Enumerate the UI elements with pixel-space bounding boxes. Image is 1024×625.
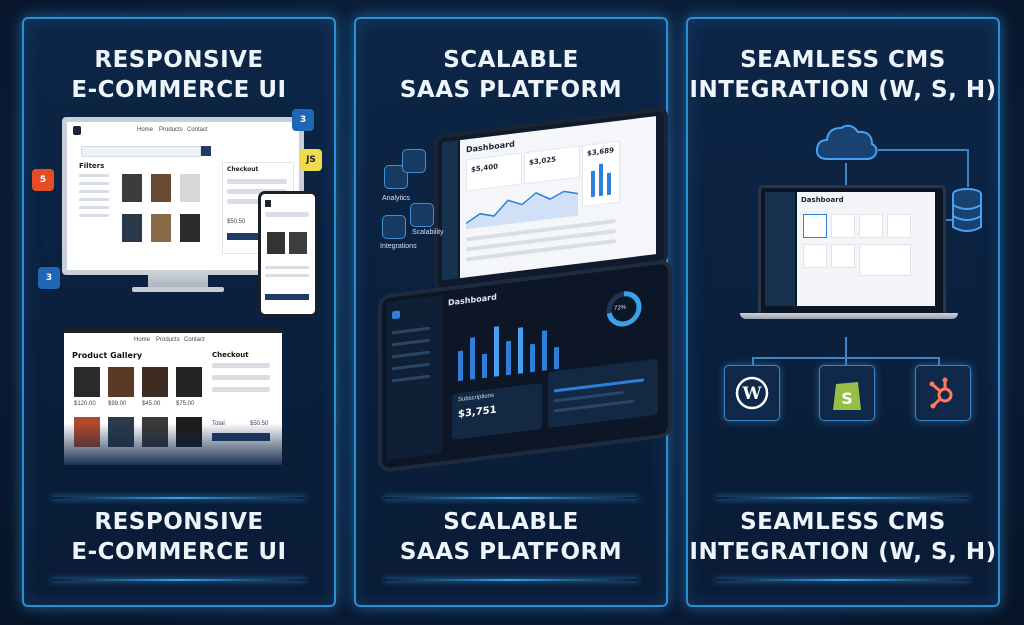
price-4: $75.00 [176,401,195,407]
feature-scalability: Scalability [412,229,444,236]
dashboard-title: Dashboard [466,139,515,155]
wordpress-tile[interactable] [803,214,827,238]
divider [716,497,970,499]
subscriptions-label: Subscriptions [458,392,495,404]
caption-line-1: SEAMLESS CMS [740,509,946,535]
js-icon: JS [300,149,322,171]
wordpress-icon[interactable]: W [724,365,780,421]
integrations-icon [382,215,406,239]
checkout-button[interactable] [227,233,287,240]
monitor-stand [148,270,208,288]
dark-dashboard-tablet: Dashboard 72% Subscriptions $3,751 [378,258,672,474]
nav-contact[interactable]: Contact [187,127,208,133]
gallery-woman-image[interactable] [142,367,168,397]
cloud-icon [815,124,878,160]
divider [716,579,970,581]
price-2: $99.00 [108,401,127,407]
price-1: $120.00 [74,401,96,407]
title-line-2: INTEGRATION (W, S, H) [689,77,997,103]
product-jacket-image[interactable] [122,174,142,202]
gallery-title: Product Gallery [72,351,143,360]
panel-caption: SEAMLESS CMS INTEGRATION (W, S, H) [688,507,998,567]
css3-icon: 3 [292,109,314,131]
css3-icon: 3 [38,267,60,289]
panel-title: SEAMLESS CMS INTEGRATION (W, S, H) [688,45,998,105]
gallery-checkout-title: Checkout [212,351,249,359]
monitor-base [132,287,224,292]
panel-title: SCALABLE SAAS PLATFORM [356,45,666,105]
price-3: $45.00 [142,401,161,407]
store-logo-icon [73,126,81,135]
stat-b: $3,025 [529,155,557,167]
subscriptions-card: Subscriptions $3,751 [452,382,542,440]
divider [52,497,306,499]
product-shirt-image[interactable] [122,214,142,242]
donut-chart [606,291,642,327]
panel-caption: RESPONSIVE E-COMMERCE UI [24,507,334,567]
chart-icon [402,149,426,173]
dark-dashboard-title: Dashboard [448,292,497,308]
title-line-1: SCALABLE [443,47,579,73]
svg-text:W: W [741,384,762,404]
laptop-base [740,313,958,319]
panel-cms: SEAMLESS CMS INTEGRATION (W, S, H) Dashb… [686,17,1000,607]
caption-line-2: SAAS PLATFORM [399,539,623,565]
gallery-jacket-image[interactable] [74,367,100,397]
gallery-nav-contact[interactable]: Contact [184,337,205,343]
hubspot-icon[interactable] [915,365,971,421]
light-dashboard-tablet: Dashboard $5,400 $3,025 $3,689 [434,106,668,294]
title-line-1: SEAMLESS CMS [740,47,946,73]
title-line-2: E-COMMERCE UI [71,77,287,103]
mobile-phone [258,191,318,317]
checkout-title: Checkout [227,166,259,173]
stat-a: $5,400 [471,162,499,174]
caption-line-2: E-COMMERCE UI [71,539,287,565]
html5-icon: 5 [32,169,54,191]
product-gallery-screen: Home Products Contact Product Gallery $1… [64,327,282,465]
laptop: Dashboard [758,185,946,319]
shopify-icon[interactable]: S [819,365,875,421]
database-icon [952,188,982,232]
feature-analytics: Analytics [382,195,411,202]
gallery-boots-image[interactable] [108,367,134,397]
panel-ecommerce: RESPONSIVE E-COMMERCE UI Home Products C… [22,17,336,607]
divider [384,579,638,581]
nav-home[interactable]: Home [137,127,154,133]
product-sneaker-image[interactable] [180,174,200,202]
title-line-1: RESPONSIVE [94,47,264,73]
scalability-icon [410,203,434,227]
stat-c: $3,689 [587,146,615,158]
panel-caption: SCALABLE SAAS PLATFORM [356,507,666,567]
panel-title: RESPONSIVE E-COMMERCE UI [24,45,334,105]
gallery-nav-products[interactable]: Products [156,337,180,343]
divider [384,497,638,499]
bar-chart [458,326,559,382]
divider [52,579,306,581]
caption-line-2: INTEGRATION (W, S, H) [689,539,997,565]
phone-checkout-button[interactable] [265,294,309,300]
product-coat-image[interactable] [151,214,171,242]
product-pants-image[interactable] [180,214,200,242]
gallery-bag-image[interactable] [176,367,202,397]
search-button[interactable] [201,146,211,156]
area-chart [466,190,578,230]
nav-products[interactable]: Products [159,127,183,133]
title-line-2: SAAS PLATFORM [399,77,623,103]
svg-text:S: S [841,389,853,408]
cms-dashboard-title: Dashboard [801,196,844,204]
checkout-total: $50.50 [227,219,246,225]
caption-line-1: SCALABLE [443,509,579,535]
caption-line-1: RESPONSIVE [94,509,264,535]
filters-title: Filters [79,162,105,170]
product-boots-image[interactable] [151,174,171,202]
search-input[interactable] [81,146,201,157]
subscriptions-value: $3,751 [458,404,497,421]
feature-integrations: Integrations [380,243,417,250]
panel-saas: SCALABLE SAAS PLATFORM Dashboard $5,400 … [354,17,672,607]
gallery-nav-home[interactable]: Home [134,337,151,343]
